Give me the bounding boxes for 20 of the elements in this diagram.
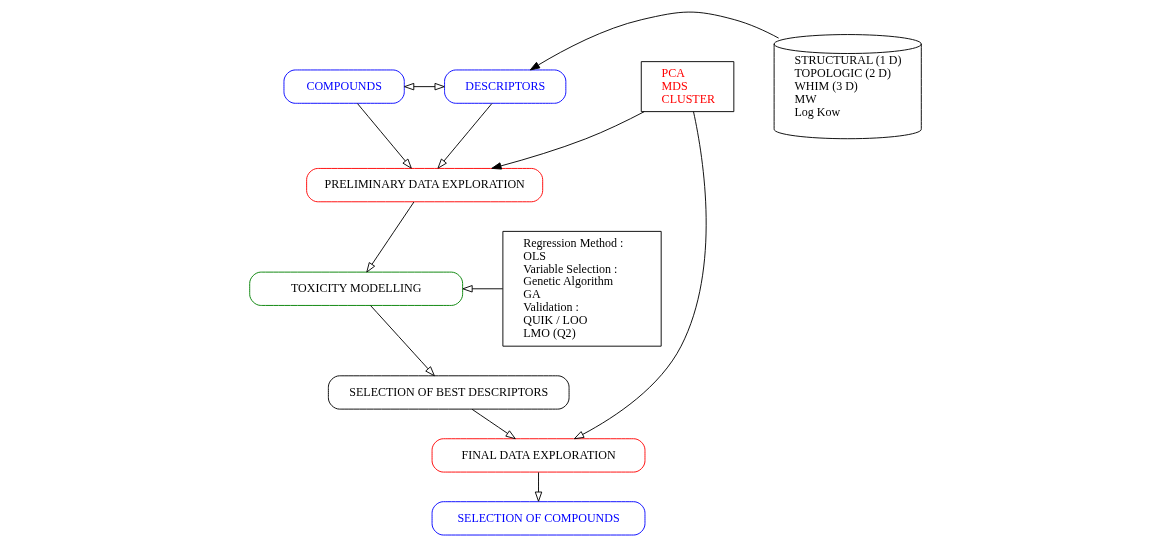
arrow xyxy=(462,285,504,293)
arrow xyxy=(491,111,645,170)
node-box: COMPOUNDS xyxy=(283,69,405,104)
node-box: DESCRIPTORS xyxy=(444,69,567,104)
arrow xyxy=(356,103,412,169)
arrow xyxy=(437,103,493,169)
arrow xyxy=(573,111,707,440)
node-box: PCA MDS CLUSTER xyxy=(640,61,735,113)
node-box: PRELIMINARY DATA EXPLORATION xyxy=(306,167,544,203)
arrow xyxy=(404,82,445,91)
arrow xyxy=(366,201,415,273)
node-box: SELECTION OF COMPOUNDS xyxy=(431,501,646,536)
arrow xyxy=(471,408,516,440)
node-box: FINAL DATA EXPLORATION xyxy=(431,438,646,473)
node-box: TOXICITY MODELLING xyxy=(249,271,464,306)
node-box: Regression Method : OLS Variable Selection : Genetic Algorithm GA Validation : QUIK / LOO LMO (Q2) xyxy=(502,230,662,347)
node-box: SELECTION OF BEST DESCRIPTORS xyxy=(327,375,570,410)
arrow xyxy=(534,471,543,502)
arrow xyxy=(370,305,435,377)
arrow xyxy=(529,11,780,71)
